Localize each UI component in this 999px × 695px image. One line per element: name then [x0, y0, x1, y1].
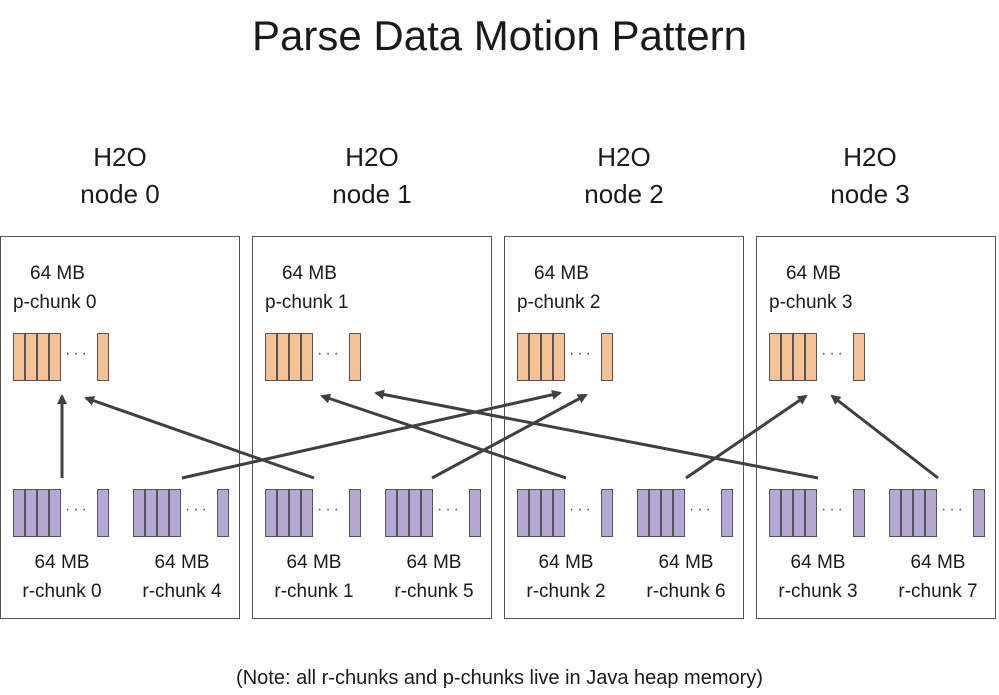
r-chunk-3-size: 64 MB — [790, 552, 846, 573]
node-3-box: 64 MB p-chunk 3 ··· ··· ··· 64 MB r-chun… — [756, 236, 996, 619]
r-chunk-1: ··· — [265, 489, 363, 537]
r-chunk-6: ··· — [637, 489, 735, 537]
r-chunk-3-name: r-chunk 3 — [778, 581, 858, 602]
r-chunk-7-name: r-chunk 7 — [898, 581, 978, 602]
r-chunk-4: ··· — [133, 489, 231, 537]
node-1-box: 64 MB p-chunk 1 ··· ··· ··· 64 MB r-chun… — [252, 236, 492, 619]
arrow-r-chunk-4-to-p-chunk-2 — [181, 389, 562, 480]
arrow-r-chunk-2-to-p-chunk-1 — [320, 393, 567, 480]
node-2-label-line1: H2O — [597, 142, 651, 172]
ellipsis-icon: ··· — [65, 345, 90, 362]
r-chunk-5-name: r-chunk 5 — [394, 581, 474, 602]
arrow-r-chunk-7-to-p-chunk-3 — [830, 394, 939, 480]
node-1-label-line1: H2O — [345, 142, 399, 172]
node-3-label-line1: H2O — [843, 142, 897, 172]
r-chunk-0-size: 64 MB — [34, 552, 90, 573]
r-chunk-7-size: 64 MB — [910, 552, 966, 573]
r-chunk-3-label: 64 MB r-chunk 3 — [759, 548, 877, 606]
ellipsis-icon: ··· — [185, 501, 210, 518]
r-chunk-4-label: 64 MB r-chunk 4 — [123, 548, 241, 606]
r-chunk-0-label: 64 MB r-chunk 0 — [3, 548, 121, 606]
p-chunk-1-size: 64 MB — [282, 263, 337, 284]
p-chunk-3-size: 64 MB — [786, 263, 841, 284]
node-1-label: H2O node 1 — [252, 139, 492, 213]
r-chunk-2-size: 64 MB — [538, 552, 594, 573]
p-chunk-2-name: p-chunk 2 — [517, 292, 601, 313]
node-0-box: 64 MB p-chunk 0 ··· ··· ··· 64 MB r-chun… — [0, 236, 240, 619]
p-chunk-2-label: 64 MB p-chunk 2 — [517, 259, 600, 317]
p-chunk-1-label: 64 MB p-chunk 1 — [265, 259, 348, 317]
node-0-label: H2O node 0 — [0, 139, 240, 213]
r-chunk-7-label: 64 MB r-chunk 7 — [879, 548, 997, 606]
p-chunk-0-size: 64 MB — [30, 263, 85, 284]
ellipsis-icon: ··· — [437, 501, 462, 518]
r-chunk-6-size: 64 MB — [658, 552, 714, 573]
r-chunk-7: ··· — [889, 489, 987, 537]
p-chunk-2: ··· — [517, 333, 615, 381]
arrow-r-chunk-6-to-p-chunk-3 — [685, 394, 808, 480]
r-chunk-5: ··· — [385, 489, 483, 537]
p-chunk-0: ··· — [13, 333, 111, 381]
r-chunk-0-name: r-chunk 0 — [22, 581, 102, 602]
p-chunk-2-size: 64 MB — [534, 263, 589, 284]
r-chunk-6-name: r-chunk 6 — [646, 581, 726, 602]
node-2-box: 64 MB p-chunk 2 ··· ··· ··· 64 MB r-chun… — [504, 236, 744, 619]
r-chunk-3: ··· — [769, 489, 867, 537]
node-0-label-line2: node 0 — [80, 179, 160, 209]
ellipsis-icon: ··· — [689, 501, 714, 518]
p-chunk-1: ··· — [265, 333, 363, 381]
ellipsis-icon: ··· — [569, 501, 594, 518]
p-chunk-0-label: 64 MB p-chunk 0 — [13, 259, 96, 317]
arrow-r-chunk-3-to-p-chunk-1 — [374, 389, 819, 480]
r-chunk-2: ··· — [517, 489, 615, 537]
node-3-label-line2: node 3 — [830, 179, 910, 209]
p-chunk-3-name: p-chunk 3 — [769, 292, 853, 313]
r-chunk-5-size: 64 MB — [406, 552, 462, 573]
p-chunk-3-label: 64 MB p-chunk 3 — [769, 259, 852, 317]
node-0-label-line1: H2O — [93, 142, 147, 172]
r-chunk-5-label: 64 MB r-chunk 5 — [375, 548, 493, 606]
ellipsis-icon: ··· — [317, 345, 342, 362]
p-chunk-0-name: p-chunk 0 — [13, 292, 97, 313]
diagram-title: Parse Data Motion Pattern — [252, 12, 747, 59]
arrow-r-chunk-1-to-p-chunk-0 — [84, 395, 315, 480]
node-2-label-line2: node 2 — [584, 179, 664, 209]
r-chunk-4-name: r-chunk 4 — [142, 581, 222, 602]
ellipsis-icon: ··· — [821, 345, 846, 362]
ellipsis-icon: ··· — [821, 501, 846, 518]
p-chunk-1-name: p-chunk 1 — [265, 292, 349, 313]
r-chunk-1-label: 64 MB r-chunk 1 — [255, 548, 373, 606]
ellipsis-icon: ··· — [941, 501, 966, 518]
ellipsis-icon: ··· — [569, 345, 594, 362]
r-chunk-0: ··· — [13, 489, 111, 537]
r-chunk-1-size: 64 MB — [286, 552, 342, 573]
node-2-label: H2O node 2 — [504, 139, 744, 213]
ellipsis-icon: ··· — [317, 501, 342, 518]
node-3-label: H2O node 3 — [750, 139, 990, 213]
r-chunk-6-label: 64 MB r-chunk 6 — [627, 548, 745, 606]
p-chunk-3: ··· — [769, 333, 867, 381]
r-chunk-2-name: r-chunk 2 — [526, 581, 606, 602]
footnote: (Note: all r-chunks and p-chunks live in… — [236, 667, 763, 689]
ellipsis-icon: ··· — [65, 501, 90, 518]
arrow-r-chunk-5-to-p-chunk-2 — [431, 393, 588, 480]
r-chunk-2-label: 64 MB r-chunk 2 — [507, 548, 625, 606]
node-1-label-line2: node 1 — [332, 179, 412, 209]
r-chunk-4-size: 64 MB — [154, 552, 210, 573]
r-chunk-1-name: r-chunk 1 — [274, 581, 354, 602]
